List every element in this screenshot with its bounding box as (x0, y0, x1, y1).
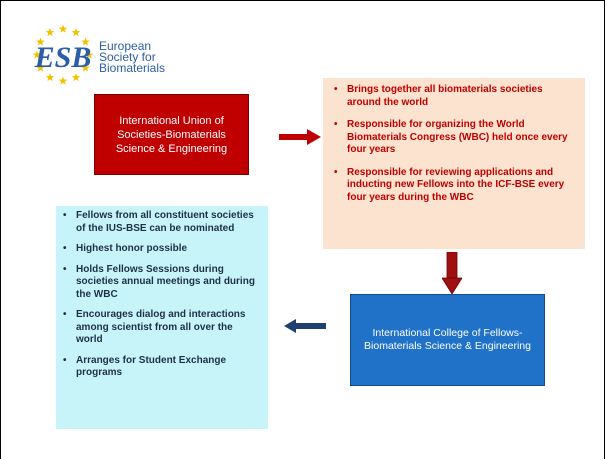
logo-mark: ESB (34, 41, 92, 74)
star-icon (71, 27, 81, 37)
bullet-item: Brings together all biomaterials societi… (333, 84, 577, 109)
arrow-left-icon (284, 319, 326, 333)
star-icon (84, 50, 94, 59)
bullet-item: Highest honor possible (62, 243, 260, 256)
star-icon (58, 76, 68, 85)
star-ring-icon: ESB (32, 24, 94, 85)
ius-responsibilities-box: Brings together all biomaterials societi… (323, 78, 585, 249)
ius-bse-box: International Union of Societies-Biomate… (94, 94, 249, 175)
icf-bse-label: International College of Fellows-Biomate… (364, 327, 531, 352)
bullet-item: Fellows from all constituent societies o… (62, 210, 260, 235)
stars (32, 24, 94, 85)
star-icon (81, 63, 90, 72)
icf-bullet-list: Fellows from all constituent societies o… (62, 210, 260, 380)
star-icon (36, 63, 45, 72)
arrow-right-icon (279, 129, 321, 145)
star-icon (58, 24, 68, 33)
bullet-item: Arranges for Student Exchange programs (62, 355, 260, 380)
bullet-item: Responsible for organizing the World Bio… (333, 119, 577, 157)
star-icon (45, 73, 55, 82)
star-icon (36, 37, 45, 46)
icf-facts-box: Fellows from all constituent societies o… (56, 206, 268, 429)
bullet-item: Encourages dialog and interactions among… (62, 309, 260, 347)
ius-bullet-list: Brings together all biomaterials societi… (333, 84, 577, 204)
esb-logo: ESB (27, 23, 187, 87)
bullet-item: Holds Fellows Sessions during societies … (62, 264, 260, 302)
star-icon (81, 37, 90, 46)
logo-text: European Society for Biomaterials (99, 39, 166, 75)
icf-bse-box: International College of Fellows-Biomate… (350, 294, 545, 386)
arrow-down-icon (442, 252, 462, 294)
bullet-item: Responsible for reviewing applications a… (333, 167, 577, 205)
star-icon (32, 50, 42, 59)
ius-bse-label: International Union of Societies-Biomate… (115, 114, 228, 155)
star-icon (71, 73, 81, 82)
star-icon (45, 27, 55, 37)
